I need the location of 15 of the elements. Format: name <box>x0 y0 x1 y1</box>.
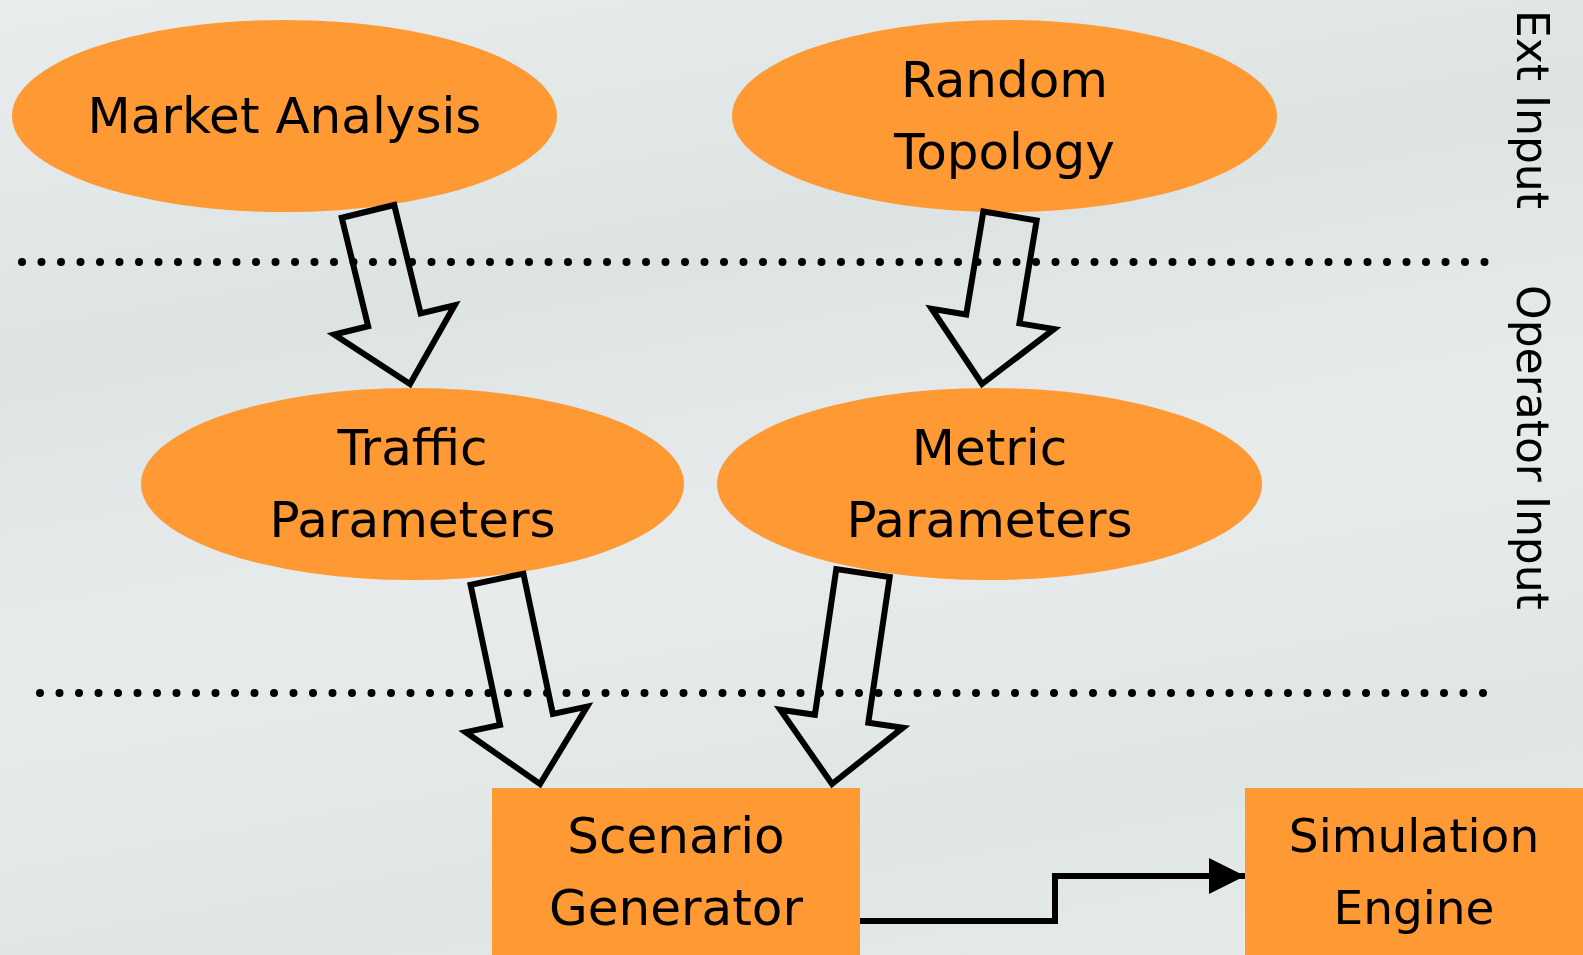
node-label: Simulation Engine <box>1287 806 1541 937</box>
block-arrow <box>326 201 461 389</box>
block-arrow <box>458 570 594 789</box>
node-label: Traffic Parameters <box>268 418 557 551</box>
node-label: Metric Parameters <box>845 418 1134 551</box>
block-arrow <box>925 208 1062 389</box>
process-box <box>492 788 860 955</box>
section-label: Operator Input <box>1510 285 1554 610</box>
elbow-arrow <box>860 858 1245 924</box>
node-label: Scenario Generator <box>548 805 804 939</box>
node-label: Random Topology <box>893 50 1116 183</box>
section-label: Ext Input <box>1510 10 1554 209</box>
node-label: Market Analysis <box>87 86 482 147</box>
process-box <box>1245 788 1583 955</box>
block-arrow <box>773 565 911 789</box>
